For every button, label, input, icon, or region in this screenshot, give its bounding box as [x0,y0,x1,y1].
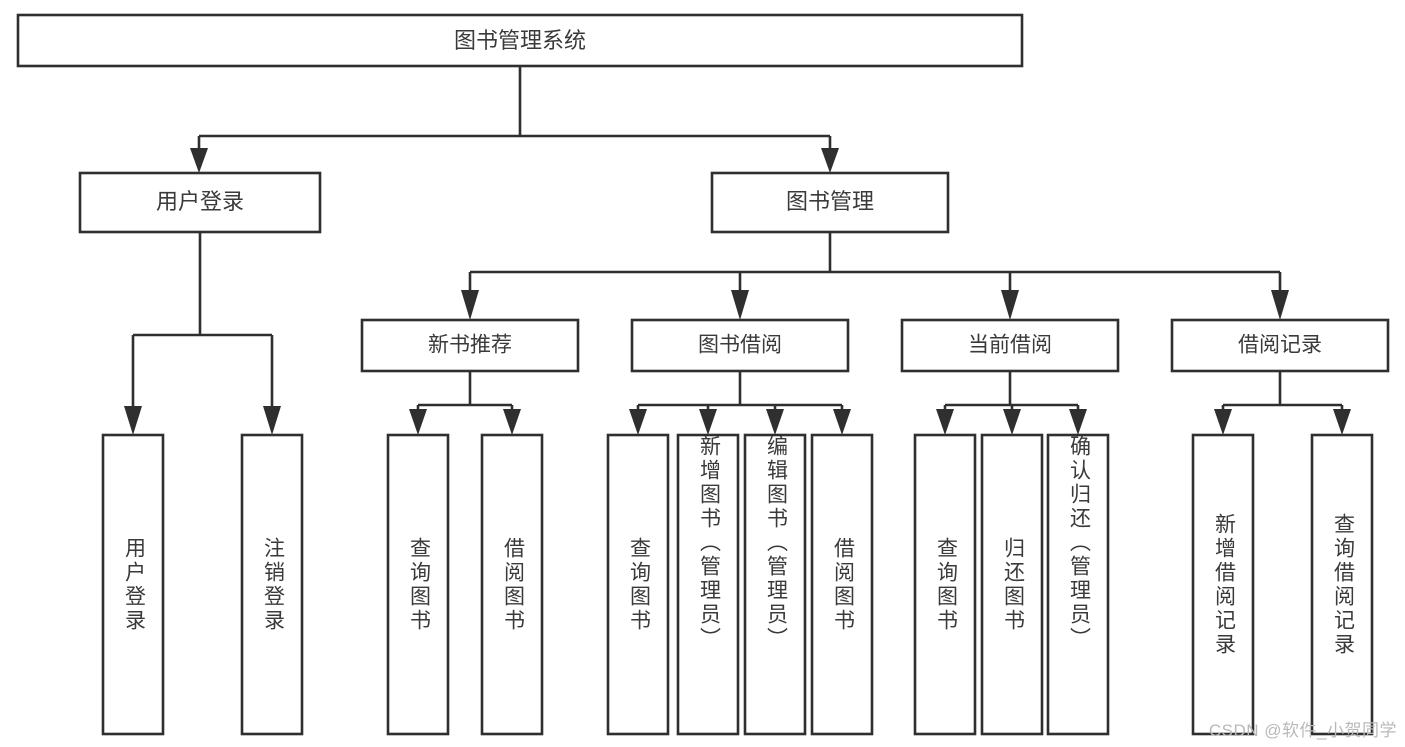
arrow-head-new-book-recommend [461,290,479,320]
borrow-record-label: 借阅记录 [1238,334,1322,357]
leaf-box-return-book[interactable] [980,433,1044,736]
book-manage-label: 图书管理 [786,189,874,214]
node-book-borrow[interactable]: 图书借阅 [630,318,850,373]
arrow-head-leaf-query-book-1 [409,409,427,435]
node-root[interactable]: 图书管理系统 [16,13,1024,68]
arrow-head-leaf-logout-login [263,406,281,435]
arrow-head-current-borrow [1001,290,1019,320]
arrow-head-leaf-edit-book-admin [766,409,784,435]
new-book-recommend-box[interactable] [360,318,580,373]
new-book-recommend-label: 新书推荐 [428,334,512,357]
book-borrow-box[interactable] [630,318,850,373]
arrow-head-leaf-borrow-book-2 [833,409,851,435]
arrow-head-leaf-query-book-3 [936,409,954,435]
leaf-box-query-book-1[interactable] [386,433,450,736]
root-box[interactable] [16,13,1024,68]
node-new-book-recommend[interactable]: 新书推荐 [360,318,580,373]
leaf-box-borrow-book-1[interactable] [480,433,544,736]
node-book-manage[interactable]: 图书管理 [710,171,950,234]
arrow-head-leaf-return-book [1003,409,1021,435]
arrow-head-leaf-borrow-book-1 [503,409,521,435]
node-current-borrow[interactable]: 当前借阅 [900,318,1120,373]
arrow-head-leaf-query-borrow-record [1333,409,1351,435]
leaf-box-edit-book-admin[interactable] [743,433,807,736]
arrow-head-borrow-record [1271,290,1289,320]
leaf-box-add-book-admin[interactable] [676,433,740,736]
book-manage-box[interactable] [710,171,950,234]
borrow-record-box[interactable] [1170,318,1390,373]
root-label: 图书管理系统 [454,28,586,53]
leaf-box-user-login[interactable] [101,433,165,736]
arrow-head-user-login [190,148,208,173]
arrow-head-leaf-confirm-return-admin [1069,409,1087,435]
arrow-head-book-borrow [731,290,749,320]
arrow-head-leaf-add-borrow-record [1214,409,1232,435]
book-borrow-label: 图书借阅 [698,334,782,357]
leaf-box-query-book-2[interactable] [606,433,670,736]
node-user-login[interactable]: 用户登录 [78,171,322,234]
arrow-head-book-manage [821,148,839,173]
leaf-box-query-book-3[interactable] [913,433,977,736]
leaf-box-add-borrow-record[interactable] [1191,433,1255,736]
arrow-head-leaf-user-login [124,406,142,435]
user-login-label: 用户登录 [156,189,244,214]
node-borrow-record[interactable]: 借阅记录 [1170,318,1390,373]
leaf-box-borrow-book-2[interactable] [810,433,874,736]
current-borrow-label: 当前借阅 [968,334,1052,357]
csdn-watermark: CSDN @软件_小贺同学 [1208,721,1397,740]
current-borrow-box[interactable] [900,318,1120,373]
leaf-box-confirm-return-admin[interactable] [1046,433,1110,736]
arrow-head-leaf-add-book-admin [699,409,717,435]
leaf-box-logout-login[interactable] [240,433,304,736]
leaf-box-query-borrow-record[interactable] [1310,433,1374,736]
arrow-head-leaf-query-book-2 [629,409,647,435]
